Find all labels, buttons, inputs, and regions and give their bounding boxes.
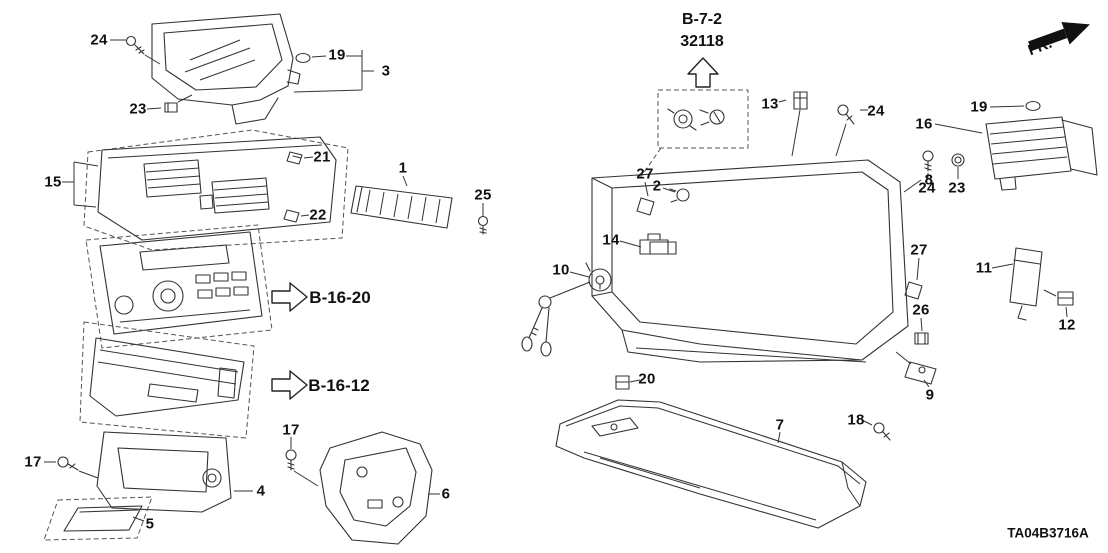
ref-b1620: B-16-20 xyxy=(309,288,371,307)
callout-12: 12 xyxy=(1058,316,1076,334)
lower-trim-panel xyxy=(79,321,255,439)
fr-arrow-icon xyxy=(1028,21,1090,51)
callout-17b: 17 xyxy=(282,421,300,439)
callout-27: 27 xyxy=(636,165,654,183)
callout-6: 6 xyxy=(441,485,451,503)
callout-24c: 24 xyxy=(918,179,936,197)
callout-25: 25 xyxy=(474,186,492,204)
callout-16: 16 xyxy=(915,115,933,133)
callout-19: 19 xyxy=(328,46,346,64)
clip-22-icon xyxy=(283,209,310,223)
lock-cylinder-10-icon xyxy=(569,262,612,292)
clip-19-right-icon xyxy=(989,100,1041,112)
clip-21-icon xyxy=(286,151,314,165)
clip-27-right-icon xyxy=(904,257,923,300)
callout-7: 7 xyxy=(775,416,785,434)
part-5-pad xyxy=(43,496,153,541)
callout-4: 4 xyxy=(256,482,266,500)
callout-24: 24 xyxy=(90,31,108,49)
part-6-bracket xyxy=(319,431,440,545)
callout-26: 26 xyxy=(912,301,930,319)
callout-20: 20 xyxy=(638,370,656,388)
clip-19-left-icon xyxy=(293,50,374,93)
part-3-display-visor xyxy=(151,13,301,125)
callout-11: 11 xyxy=(975,259,993,277)
latch-14-icon xyxy=(619,233,669,255)
part-8-glovebox-bin xyxy=(591,159,922,363)
part-7-glovebox-door xyxy=(555,399,867,529)
part-1-garnish-strip xyxy=(350,175,453,229)
callout-10: 10 xyxy=(552,261,570,279)
audio-unit xyxy=(85,224,273,349)
screw-24-right-icon xyxy=(922,150,934,179)
callout-5: 5 xyxy=(145,515,155,533)
callout-18: 18 xyxy=(847,411,865,429)
ref-b1612: B-16-12 xyxy=(308,376,370,395)
bulb-2-icon xyxy=(662,187,690,203)
clip-12-icon xyxy=(1043,289,1074,318)
clip-26-icon xyxy=(914,317,929,345)
callout-3: 3 xyxy=(381,62,391,80)
b1620-arrow-icon xyxy=(271,282,308,312)
callout-17: 17 xyxy=(24,453,42,471)
screw-25-icon xyxy=(477,203,489,235)
screw-17-right-icon xyxy=(285,437,319,487)
screw-24-center-icon xyxy=(835,104,868,157)
b1612-arrow-icon xyxy=(271,370,308,400)
striker-9-icon xyxy=(895,351,937,388)
callout-23: 23 xyxy=(129,100,147,118)
callout-14: 14 xyxy=(602,231,620,249)
grommet-23-right-icon xyxy=(951,153,965,179)
callout-13: 13 xyxy=(761,95,779,113)
callout-2: 2 xyxy=(652,177,662,195)
keys-icon xyxy=(521,281,591,357)
clip-27-top-icon xyxy=(636,181,655,216)
screw-18-icon xyxy=(861,419,891,441)
callout-24b: 24 xyxy=(867,102,885,120)
part-16-side-vent xyxy=(934,116,1098,191)
callout-15: 15 xyxy=(44,173,62,191)
clip-20-icon xyxy=(615,375,641,390)
callout-8: 8 xyxy=(924,171,934,189)
bulb-socket-box xyxy=(639,89,749,179)
callout-22: 22 xyxy=(309,206,327,224)
callout-27b: 27 xyxy=(910,241,928,259)
ref-b72-line1: B-7-2 xyxy=(681,11,723,28)
screw-24-top-left-icon xyxy=(110,35,161,65)
callout-21: 21 xyxy=(313,148,331,166)
callout-1: 1 xyxy=(398,159,408,177)
b72-arrow-icon xyxy=(687,57,719,88)
callout-19b: 19 xyxy=(970,98,988,116)
diagram-code: TA04B3716A xyxy=(1007,525,1089,541)
part-4-pocket xyxy=(96,431,253,513)
damper-11-icon xyxy=(991,247,1043,321)
callout-9: 9 xyxy=(925,386,935,404)
ref-b72-line2: 32118 xyxy=(680,33,724,50)
screw-17-left-icon xyxy=(44,456,99,479)
clip-13-icon xyxy=(778,91,808,157)
clip-23-left-icon xyxy=(146,94,193,113)
callout-23b: 23 xyxy=(948,179,966,197)
part-15-center-vent xyxy=(62,129,349,251)
